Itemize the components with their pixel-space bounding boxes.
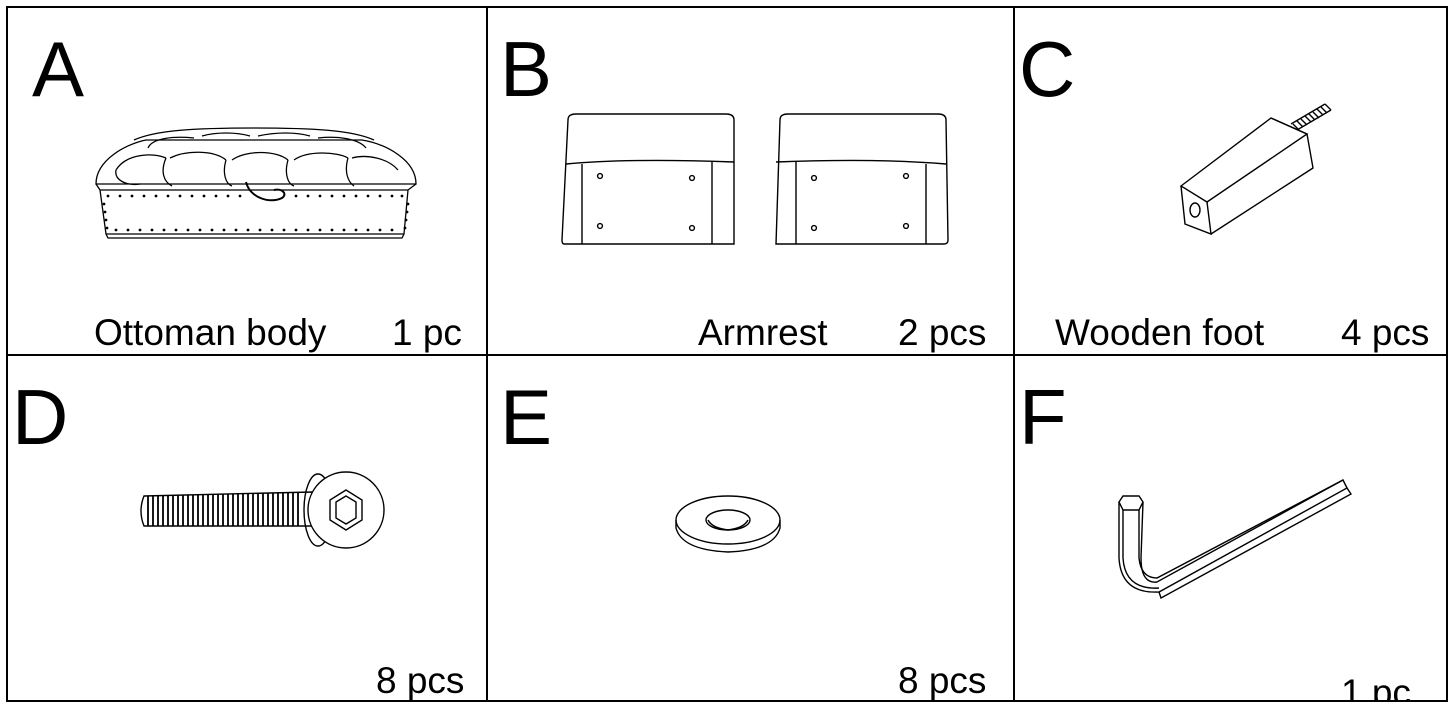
part-letter: E	[500, 373, 553, 461]
part-cell-a: A Ottoman body 1 pc	[8, 8, 486, 354]
armrest-icon	[560, 112, 960, 248]
allen-key-icon	[1111, 474, 1361, 606]
divider-vertical-2	[1013, 6, 1015, 702]
ottoman-body-icon	[86, 124, 422, 242]
part-quantity: 1 pc	[1341, 672, 1411, 700]
washer-icon	[672, 492, 784, 556]
part-letter: A	[32, 25, 85, 113]
divider-vertical-1	[486, 6, 488, 702]
part-cell-d: D 8 pcs	[8, 356, 486, 700]
frame-top	[6, 6, 1448, 8]
part-quantity: 8 pcs	[898, 660, 987, 700]
part-name: Armrest	[698, 312, 828, 353]
part-letter: B	[500, 25, 553, 113]
part-cell-b: B Armrest 2 pcs	[488, 8, 1013, 354]
frame-bottom	[6, 700, 1448, 702]
part-cell-f: F 1 pc	[1015, 356, 1446, 700]
part-cell-e: E 8 pcs	[488, 356, 1013, 700]
hex-socket-bolt-icon	[136, 460, 406, 560]
part-cell-c: C Wooden foot 4 pcs	[1015, 8, 1446, 354]
part-quantity: 8 pcs	[376, 660, 465, 700]
part-name: Ottoman body	[94, 312, 327, 353]
part-quantity: 4 pcs	[1341, 312, 1430, 353]
wooden-foot-icon	[1175, 100, 1335, 240]
parts-list-sheet: A Ottoman body 1 pc B	[6, 6, 1448, 702]
part-letter: F	[1019, 373, 1067, 461]
part-quantity: 2 pcs	[898, 312, 987, 353]
part-letter: C	[1019, 25, 1076, 113]
part-name: Wooden foot	[1055, 312, 1265, 353]
part-letter: D	[12, 373, 69, 461]
part-quantity: 1 pc	[392, 312, 462, 353]
divider-horizontal	[6, 354, 1448, 356]
